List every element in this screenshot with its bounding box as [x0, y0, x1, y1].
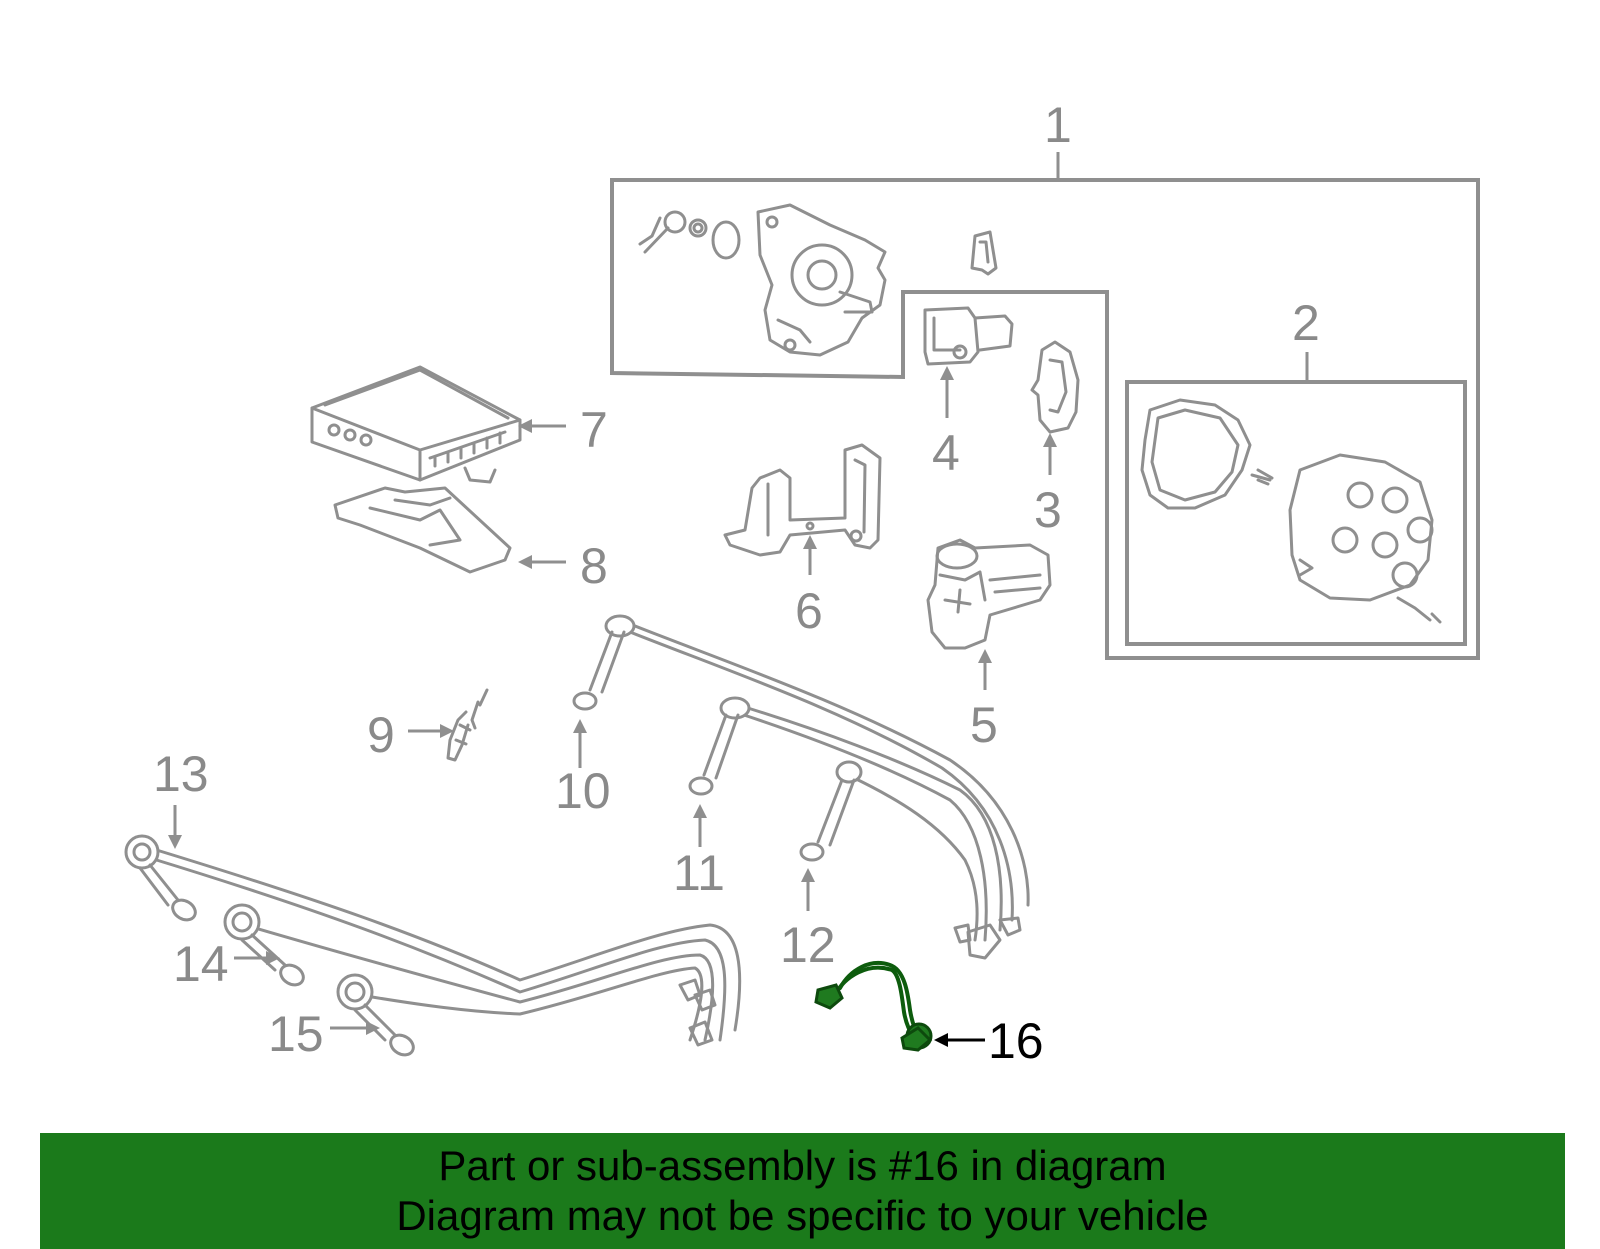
- banner-line-2: Diagram may not be specific to your vehi…: [396, 1192, 1209, 1239]
- callout-7: 7: [580, 402, 608, 458]
- callout-9: 9: [367, 707, 395, 763]
- spark-plug: [408, 688, 489, 762]
- callout-14: 14: [173, 936, 229, 992]
- ignition-coil: [926, 538, 1052, 690]
- distributor-cap: [1140, 398, 1442, 624]
- assembly-2-frame: [1125, 352, 1467, 646]
- assembly-1-frame: [610, 152, 1480, 660]
- callout-1: 1: [1044, 97, 1072, 153]
- callout-6: 6: [795, 583, 823, 639]
- callout-2: 2: [1292, 295, 1320, 351]
- callout-11: 11: [673, 845, 725, 901]
- mounting-plate: [333, 486, 566, 574]
- callout-4: 4: [932, 425, 960, 481]
- banner-line-1: Part or sub-assembly is #16 in diagram: [438, 1142, 1167, 1189]
- part-16-highlighted: [814, 961, 985, 1052]
- ecu-box: [310, 365, 566, 484]
- callout-5: 5: [970, 697, 998, 753]
- callout-16: 16: [988, 1013, 1044, 1069]
- callout-13: 13: [153, 746, 209, 802]
- callout-15: 15: [268, 1006, 324, 1062]
- small-seal-part: [970, 230, 998, 276]
- callout-8: 8: [580, 538, 608, 594]
- callout-3: 3: [1034, 482, 1062, 538]
- info-banner: Part or sub-assembly is #16 in diagram D…: [40, 1133, 1565, 1249]
- ignition-wire-set-right: [572, 614, 1030, 960]
- callout-10: 10: [555, 763, 611, 819]
- ignition-wire-set-left: [124, 805, 742, 1057]
- cover-piece: [1030, 340, 1080, 475]
- ignition-module: [923, 306, 1014, 418]
- callout-12: 12: [780, 917, 836, 973]
- coil-bracket: [723, 443, 882, 575]
- distributor-housing: [638, 203, 887, 357]
